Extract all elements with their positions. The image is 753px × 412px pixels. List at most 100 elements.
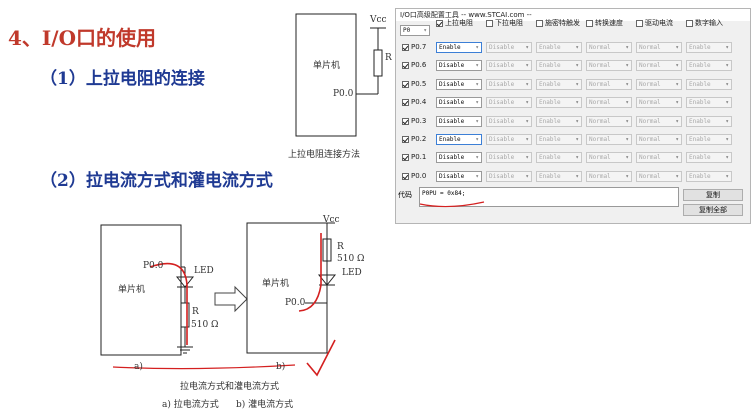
row-pin-checkbox[interactable]: P0.2 [402, 134, 426, 145]
option-value: Disable [489, 117, 515, 125]
io-option-select: Normal▾ [636, 60, 682, 72]
chevron-down-icon: ▾ [625, 99, 629, 107]
chevron-down-icon: ▾ [475, 172, 479, 180]
io-option-select: Enable▾ [536, 42, 582, 53]
vcc-b-label: Vcc [323, 215, 340, 225]
io-option-select[interactable]: Enable▾ [436, 134, 482, 145]
column-header-checkbox[interactable]: 转换速度 [586, 17, 623, 29]
chevron-down-icon: ▾ [575, 80, 579, 88]
pin-label: P0.7 [411, 43, 427, 51]
option-value: Enable [539, 80, 561, 88]
io-option-select[interactable]: Disable▾ [436, 152, 482, 164]
option-value: Enable [689, 44, 711, 51]
pullup-heading: （1）上拉电阻的连接 [40, 69, 205, 89]
checkbox-icon [436, 19, 443, 27]
io-option-select[interactable]: Disable ▾ [436, 97, 482, 109]
row-pin-checkbox[interactable]: P0.5 [402, 79, 426, 90]
chevron-down-icon: ▾ [625, 80, 629, 88]
column-header-checkbox[interactable]: 驱动电流 [636, 17, 673, 29]
option-value: Normal [639, 136, 661, 143]
option-value: Enable [439, 44, 461, 51]
checkbox-icon [402, 99, 409, 107]
io-option-select: Normal▾ [586, 152, 632, 164]
chevron-down-icon: ▾ [475, 99, 479, 107]
chevron-down-icon: ▾ [725, 62, 729, 70]
io-option-select: Disable▾ [486, 60, 532, 72]
chevron-down-icon: ▾ [725, 80, 729, 88]
chevron-down-icon: ▾ [625, 62, 629, 70]
led-b-label: LED [342, 268, 362, 278]
io-option-select: Enable ▾ [536, 78, 582, 90]
io-option-select: Enable▾ [686, 97, 732, 109]
io-option-select[interactable]: Disable▾ [436, 78, 482, 90]
chevron-down-icon: ▾ [475, 44, 479, 51]
copy-all-button[interactable]: 复制全部 [683, 204, 743, 216]
io-option-select: Disable▾ [486, 115, 532, 127]
column-header-checkbox[interactable]: 施密特触发 [536, 17, 580, 29]
pin-label: P0.3 [411, 116, 427, 125]
chevron-down-icon: ▾ [725, 154, 729, 162]
checkbox-icon [402, 136, 409, 143]
row-pin-checkbox[interactable]: P0.1 [402, 152, 426, 163]
resistor-b-value: 510 Ω [337, 254, 365, 264]
chevron-down-icon: ▾ [675, 117, 679, 125]
resistor-b-label: R [337, 242, 344, 252]
pullup-circuit-diagram [295, 13, 386, 137]
chevron-down-icon: ▾ [525, 154, 529, 162]
column-header-label: 驱动电流 [645, 19, 673, 27]
chevron-down-icon: ▾ [525, 80, 529, 88]
column-header-label: 转换速度 [595, 19, 623, 27]
option-value: Normal [639, 99, 661, 107]
io-option-select[interactable]: Disable ▾ [436, 170, 482, 182]
copy-button[interactable]: 复制 [683, 189, 743, 201]
checkbox-icon [536, 19, 543, 27]
option-value: Disable [439, 99, 465, 107]
io-option-select[interactable]: Enable ▾ [436, 42, 482, 53]
chevron-down-icon: ▾ [725, 172, 729, 180]
chevron-down-icon: ▾ [675, 99, 679, 107]
port-select[interactable]: P0▾ [400, 25, 430, 36]
option-value: Disable [439, 172, 465, 180]
row-pin-checkbox[interactable]: P0.7 [402, 42, 426, 53]
io-option-select: Enable▾ [686, 134, 732, 145]
chevron-down-icon: ▾ [675, 154, 679, 162]
resistor-label: R [385, 53, 392, 63]
chevron-down-icon: ▾ [423, 27, 427, 34]
column-header-checkbox[interactable]: 上拉电阻 [436, 17, 473, 29]
chevron-down-icon: ▾ [675, 62, 679, 70]
row-pin-checkbox[interactable]: P0.6 [402, 60, 426, 71]
io-option-select: Enable▾ [536, 152, 582, 164]
column-header-checkbox[interactable]: 数字输入 [686, 17, 723, 29]
option-value: Enable [539, 136, 561, 143]
row-pin-checkbox[interactable]: P0.3 [402, 116, 426, 127]
option-value: Normal [589, 80, 611, 88]
checkbox-icon [402, 154, 409, 162]
pin-a-label: P0.0 [143, 261, 164, 271]
chevron-down-icon: ▾ [475, 80, 479, 88]
io-option-select[interactable]: Disable▾ [436, 115, 482, 127]
resistor-a-label: R [192, 307, 199, 317]
io-option-select: Normal▾ [636, 152, 682, 164]
io-option-select: Enable▾ [686, 152, 732, 164]
column-header-checkbox[interactable]: 下拉电阻 [486, 17, 523, 29]
io-option-select: Enable▾ [686, 78, 732, 90]
source-mode-caption: a) 拉电流方式 [162, 400, 219, 410]
option-value: Normal [589, 62, 611, 70]
row-pin-checkbox[interactable]: P0.4 [402, 97, 426, 108]
checkbox-icon [402, 172, 409, 180]
chevron-down-icon: ▾ [625, 117, 629, 125]
option-value: Enable [439, 136, 461, 143]
option-value: Normal [639, 80, 661, 88]
option-value: Normal [639, 44, 661, 51]
chevron-down-icon: ▾ [575, 172, 579, 180]
row-pin-checkbox[interactable]: P0.0 [402, 171, 426, 182]
io-option-select: Enable▾ [536, 134, 582, 145]
option-value: Disable [489, 62, 515, 70]
vcc-label: Vcc [370, 15, 387, 25]
io-option-select: Normal▾ [586, 134, 632, 145]
io-option-select: Normal▾ [636, 78, 682, 90]
diagram-a-label: a) [134, 362, 143, 372]
io-option-select: Enable▾ [536, 115, 582, 127]
option-value: Disable [489, 172, 515, 180]
io-option-select[interactable]: Disable▾ [436, 60, 482, 72]
